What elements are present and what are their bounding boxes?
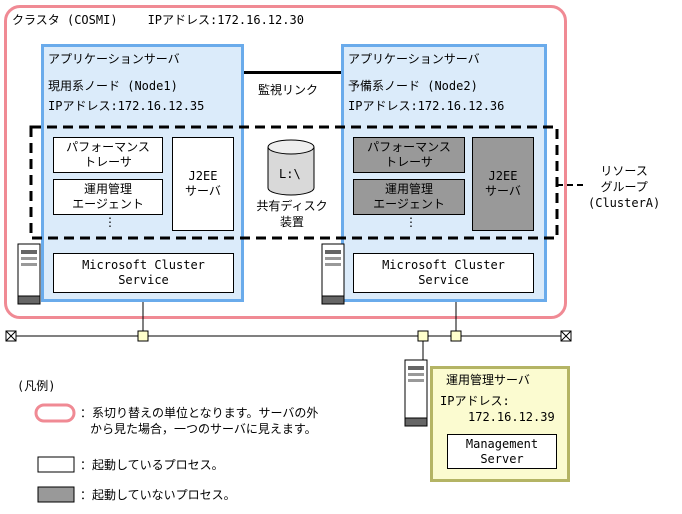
shared-disk-icon bbox=[267, 139, 315, 196]
server-tower-mgmt-icon bbox=[404, 359, 428, 427]
node2-node-label: 予備系ノード (Node2) bbox=[348, 79, 478, 93]
legend-inactive-text: ：起動していないプロセス。 bbox=[80, 488, 236, 502]
node2-title: アプリケーションサーバ bbox=[348, 52, 480, 66]
cluster-boundary bbox=[4, 5, 567, 319]
node2-perf-tracer: パフォーマンストレーサ bbox=[353, 137, 465, 173]
resource-group-label: リソースグループ(ClusterA) bbox=[588, 164, 661, 210]
monitor-link-label: 監視リンク bbox=[258, 83, 319, 97]
node1-title: アプリケーションサーバ bbox=[48, 52, 180, 66]
legend-cluster-text: ：系切り替えの単位となります。サーバの外から見た場合，一つのサーバに見えます。 bbox=[80, 406, 319, 436]
node2-agent: 運用管理エージェント bbox=[353, 179, 465, 215]
node1-ip: IPアドレス:172.16.12.35 bbox=[48, 99, 205, 113]
node1-agent: 運用管理エージェント bbox=[53, 179, 163, 215]
mgmt-server-title: 運用管理サーバ bbox=[446, 373, 530, 387]
shared-disk-drive: L:\ bbox=[279, 167, 301, 181]
server-tower-node2-icon bbox=[321, 243, 345, 305]
network-port-node2 bbox=[450, 330, 462, 342]
legend-active-text: ：起動しているプロセス。 bbox=[80, 458, 224, 472]
server-tower-node1-icon bbox=[17, 243, 41, 305]
resource-group-boundary bbox=[29, 125, 559, 240]
node1-node-label: 現用系ノード (Node1) bbox=[48, 79, 178, 93]
legend-cluster-shape bbox=[34, 403, 76, 423]
legend-title: (凡例) bbox=[17, 379, 56, 393]
node2-ip: IPアドレス:172.16.12.36 bbox=[348, 99, 505, 113]
network-port-mgmt bbox=[417, 330, 429, 342]
monitor-link-line bbox=[244, 71, 341, 74]
legend-inactive-shape bbox=[37, 486, 75, 503]
node1-perf-tracer: パフォーマンストレーサ bbox=[53, 137, 163, 173]
mgmt-server-ip: 172.16.12.39 bbox=[468, 410, 555, 424]
cluster-title: クラスタ (COSMI)IPアドレス:172.16.12.30 bbox=[12, 13, 304, 27]
node2-dots: ⋮ bbox=[405, 215, 417, 229]
node1-dots: ⋮ bbox=[104, 215, 116, 229]
legend-active-shape bbox=[37, 456, 75, 473]
network-port-node1 bbox=[137, 330, 149, 342]
mgmt-server-ip-label: IPアドレス: bbox=[440, 394, 510, 408]
shared-disk-label: 共有ディスク装置 bbox=[256, 199, 328, 229]
